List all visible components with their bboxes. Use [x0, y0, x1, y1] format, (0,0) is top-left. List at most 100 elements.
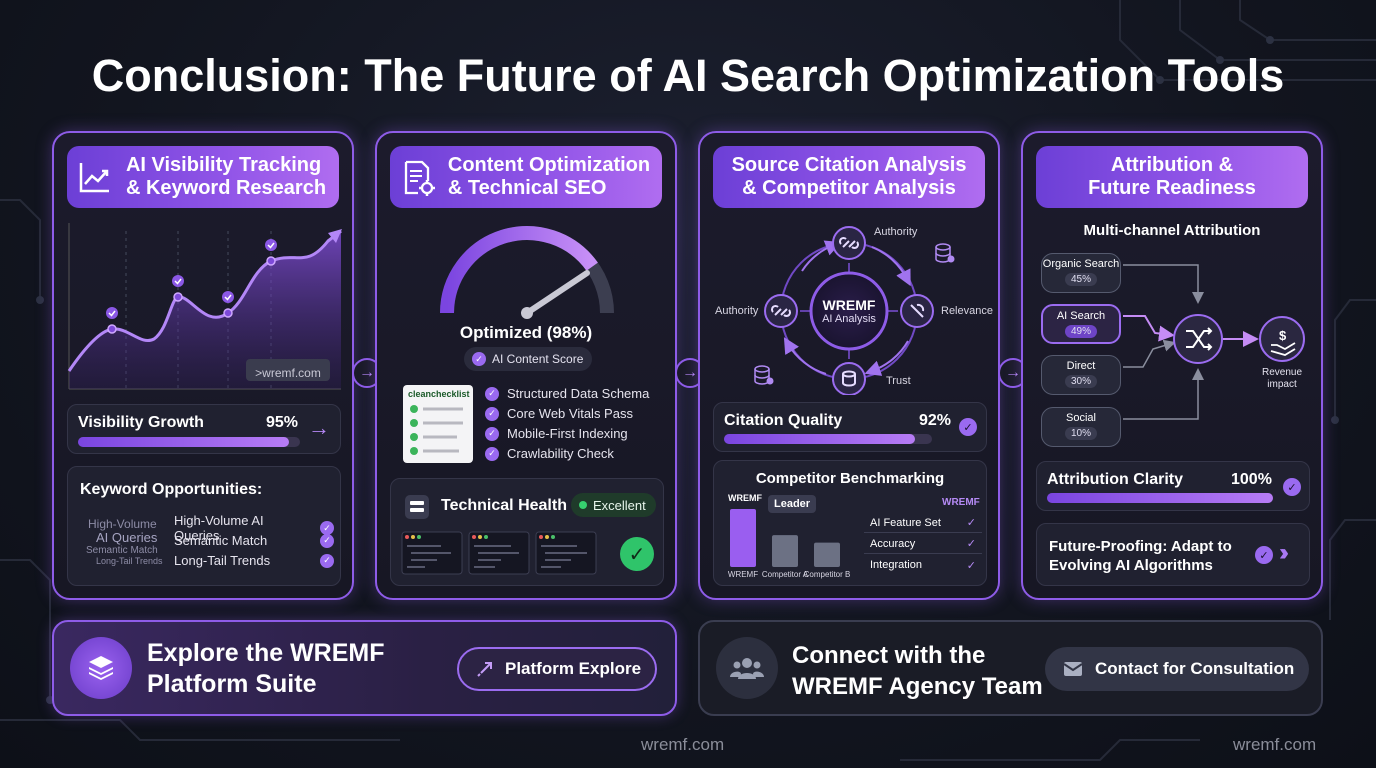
progress-bar	[1047, 493, 1273, 503]
node-label-left: Authority	[715, 305, 759, 317]
connect-title: Connect with the WREMF Agency Team	[792, 642, 1043, 700]
panel-title: Content Optimization & Technical SEO	[447, 154, 651, 199]
benchmark-bar	[772, 535, 798, 567]
node-label-bottom: Trust	[886, 375, 911, 387]
keyword-item: Long-Tail Trends✓	[174, 553, 334, 568]
feature-row: Integration✓	[864, 555, 982, 575]
feature-row: Accuracy✓	[864, 534, 982, 554]
visibility-growth-card: Visibility Growth 95% →	[67, 404, 341, 454]
health-status-badge: Excellent	[571, 493, 656, 517]
explore-platform-card: Explore the WREMF Platform Suite Platfor…	[52, 620, 677, 716]
leader-tag: Leader	[768, 495, 817, 513]
metric-label: Visibility Growth	[78, 414, 204, 431]
panel-title: Attribution & Future Readiness	[1088, 154, 1256, 199]
server-icon	[405, 495, 429, 519]
check-icon: ✓	[966, 517, 976, 529]
explore-title: Explore the WREMF Platform Suite	[147, 639, 385, 698]
citation-quality-card: Citation Quality 92% ✓	[713, 402, 987, 452]
future-proofing-card: Future-Proofing: Adapt to Evolving AI Al…	[1036, 523, 1310, 586]
hub-title: WREMF	[822, 297, 876, 313]
technical-health-card: Technical Health Excellent ✓	[390, 478, 664, 586]
progress-bar	[78, 437, 300, 447]
keyword-opportunities-card: Keyword Opportunities: High-Volume AI Qu…	[67, 466, 341, 586]
trend-chart-icon	[79, 163, 109, 193]
attribution-flow-diagram: $	[1123, 264, 1305, 420]
benchmark-bar-label: Competitor B	[804, 570, 851, 579]
svg-text:$: $	[1279, 328, 1287, 343]
check-item: ✓Structured Data Schema	[485, 386, 649, 401]
connect-agency-card: Connect with the WREMF Agency Team Conta…	[698, 620, 1323, 716]
check-icon: ✓	[485, 406, 499, 421]
button-label: Platform Explore	[505, 659, 642, 678]
citation-network-diagram	[754, 226, 955, 395]
button-label: Contact for Consultation	[1095, 659, 1295, 678]
checklist-card: cleanchecklist	[403, 385, 473, 463]
check-item: ✓Crawlability Check	[485, 446, 614, 461]
layers-icon	[70, 637, 132, 699]
future-text: Future-Proofing: Adapt to Evolving AI Al…	[1049, 538, 1232, 574]
team-icon	[716, 637, 778, 699]
check-icon: ✓	[320, 533, 334, 548]
panel-content-optimization: Content Optimization & Technical SEO Opt…	[375, 131, 677, 600]
contact-consultation-button[interactable]: Contact for Consultation	[1045, 647, 1309, 691]
feature-row: AI Feature Set✓	[864, 513, 982, 533]
external-link-icon	[477, 662, 492, 677]
footer-url[interactable]: wremf.com	[641, 735, 725, 754]
panel-title: AI Visibility Tracking & Keyword Researc…	[125, 154, 327, 199]
panel-title: Source Citation Analysis & Competitor An…	[731, 154, 967, 199]
check-icon: ✓	[485, 386, 499, 401]
competitor-benchmark-card: Competitor Benchmarking WREMF Leader WRE…	[713, 460, 987, 586]
bar-top-label: WREMF	[728, 493, 762, 503]
panel-header: AI Visibility Tracking & Keyword Researc…	[67, 146, 339, 208]
check-icon: ✓	[485, 446, 499, 461]
chart-domain-tag: >wremf.com	[255, 366, 321, 380]
footer-url-corner[interactable]: wremf.com	[1233, 735, 1317, 754]
table-header-wremf: WREMF	[942, 497, 980, 508]
benchmark-bar-label: WREMF	[728, 570, 758, 579]
check-icon: ✓	[472, 352, 486, 366]
node-label-right: Relevance	[941, 305, 993, 317]
check-icon: ✓	[320, 553, 334, 568]
keyword-item: Semantic Match✓	[174, 533, 334, 548]
page-title: Conclusion: The Future of AI Search Opti…	[91, 50, 1285, 101]
metric-value: 95%	[266, 414, 299, 431]
panel-visibility-tracking: AI Visibility Tracking & Keyword Researc…	[52, 131, 354, 600]
panel-attribution: Attribution & Future Readiness Multi-cha…	[1021, 131, 1323, 600]
visibility-area-chart	[67, 223, 342, 390]
word-cloud: High-Volume AI Queries Semantic Match Lo…	[86, 517, 163, 566]
panel-header: Content Optimization & Technical SEO	[390, 146, 662, 208]
check-icon: ✓	[485, 426, 499, 441]
checklist-brand: cleanchecklist	[408, 389, 470, 399]
health-label: Technical Health	[441, 497, 567, 514]
check-icon: ✓	[959, 418, 977, 436]
panel-header: Attribution & Future Readiness	[1036, 146, 1308, 208]
check-item: ✓Core Web Vitals Pass	[485, 406, 633, 421]
keyword-item: High-Volume AI Queries✓	[174, 513, 334, 543]
ai-content-score-badge: ✓ AI Content Score	[464, 347, 592, 371]
attribution-clarity-card: Attribution Clarity 100% ✓	[1036, 461, 1310, 511]
benchmark-title: Competitor Benchmarking	[755, 470, 945, 487]
code-windows-icon	[401, 531, 597, 575]
revenue-impact-label: Revenue impact	[1261, 367, 1303, 390]
check-icon: ✓	[966, 538, 976, 550]
progress-fill	[78, 437, 289, 447]
node-label-top: Authority	[874, 226, 918, 238]
benchmark-bar-label: Competitor A	[762, 570, 809, 579]
keywords-title: Keyword Opportunities:	[80, 481, 263, 498]
metric-value: 100%	[1231, 471, 1272, 488]
check-icon: ✓	[1255, 546, 1273, 564]
panel-source-citation: Source Citation Analysis & Competitor An…	[698, 131, 1000, 600]
check-icon: ✓	[966, 559, 976, 572]
platform-explore-button[interactable]: Platform Explore	[457, 647, 657, 691]
status-dot	[579, 501, 587, 509]
progress-bar	[724, 434, 932, 444]
arrow-right-icon: →	[308, 415, 330, 440]
gauge-label: Optimized (98%)	[459, 323, 593, 342]
check-item: ✓Mobile-First Indexing	[485, 426, 628, 441]
checklist-lines-icon	[410, 405, 463, 455]
